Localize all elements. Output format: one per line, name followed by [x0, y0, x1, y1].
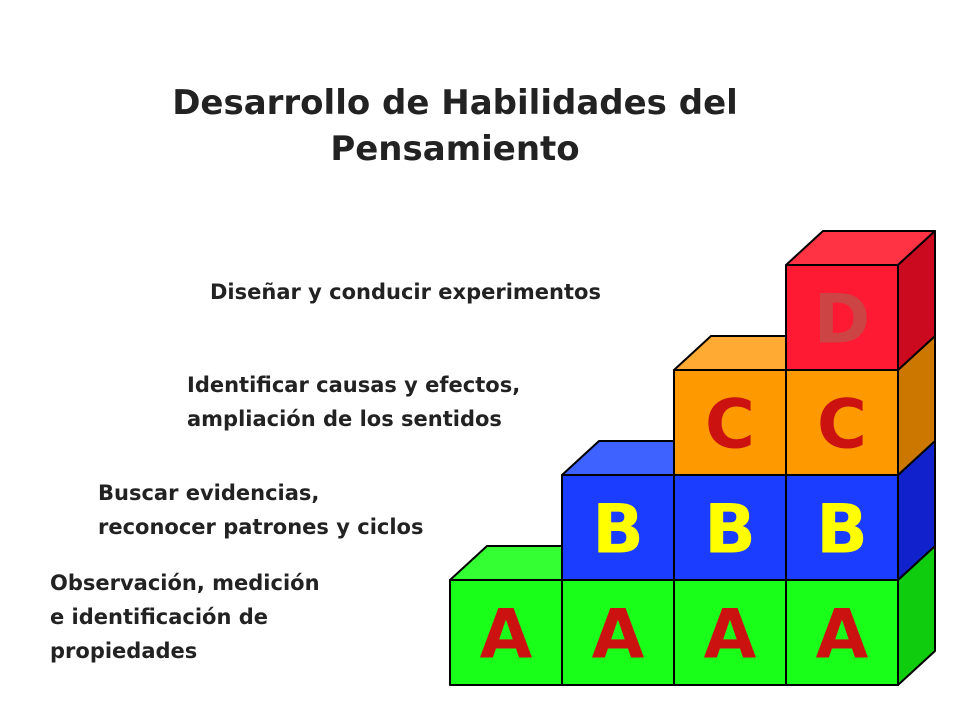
level-a-line-1: Observación, medición	[50, 571, 320, 595]
level-c-label: Identificar causas y efectos, ampliación…	[187, 368, 520, 436]
level-a-line-3: propiedades	[50, 639, 198, 663]
title-line-2: Pensamiento	[330, 129, 580, 169]
block-letter: A	[816, 596, 869, 675]
title-line-1: Desarrollo de Habilidades del	[172, 83, 738, 123]
block-d-1: D	[785, 230, 936, 371]
block-letter: D	[814, 281, 870, 360]
level-b-line-2: reconocer patrones y ciclos	[98, 515, 424, 539]
block-letter: C	[705, 386, 755, 465]
page-title: Desarrollo de Habilidades del Pensamient…	[0, 80, 910, 172]
level-a-line-2: e identificación de	[50, 605, 269, 629]
block-letter: C	[817, 386, 867, 465]
block-letter: A	[592, 596, 645, 675]
level-b-label: Buscar evidencias, reconocer patrones y …	[98, 476, 423, 544]
block-letter: A	[480, 596, 533, 675]
block-letter: B	[592, 491, 644, 570]
level-c-line-1: Identificar causas y efectos,	[187, 373, 521, 397]
block-letter: B	[704, 491, 756, 570]
level-d-label: Diseñar y conducir experimentos	[210, 275, 601, 309]
level-b-line-1: Buscar evidencias,	[98, 481, 320, 505]
level-a-label: Observación, medición e identificación d…	[50, 566, 320, 668]
block-letter: A	[704, 596, 757, 675]
level-d-line-1: Diseñar y conducir experimentos	[210, 280, 601, 304]
block-letter: B	[816, 491, 868, 570]
level-c-line-2: ampliación de los sentidos	[187, 407, 502, 431]
